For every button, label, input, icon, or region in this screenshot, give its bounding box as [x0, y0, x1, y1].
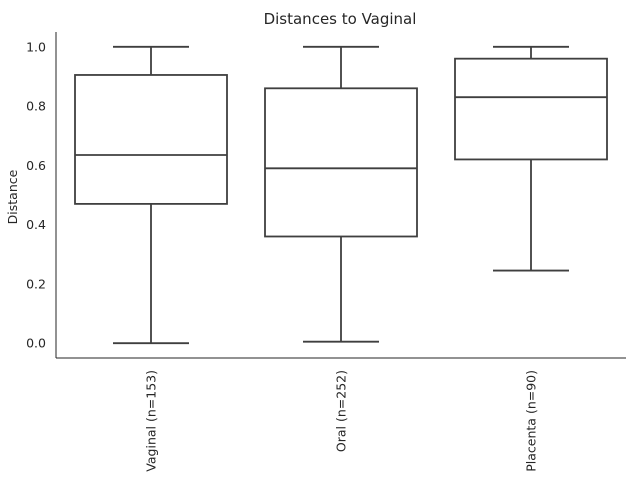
y-tick-label: 0.0	[26, 336, 46, 351]
y-tick-label: 0.6	[26, 158, 46, 173]
axes	[55, 32, 626, 359]
x-tick-label: Placenta (n=90)	[524, 370, 539, 472]
x-ticks: Vaginal (n=153) Oral (n=252) Placenta (n=9…	[144, 370, 539, 472]
y-tick-label: 1.0	[26, 39, 46, 54]
y-tick-label: 0.8	[26, 99, 46, 114]
iqr-box	[454, 57, 608, 161]
y-tick-label: 0.4	[26, 217, 46, 232]
iqr-box	[264, 87, 418, 238]
chart-title: Distances to Vaginal	[264, 10, 417, 28]
y-ticks: 0.0 0.2 0.4 0.6 0.8 1.0	[26, 39, 46, 350]
box-3	[454, 45, 608, 272]
box-2	[264, 45, 418, 343]
iqr-box	[74, 74, 228, 205]
x-tick-label: Vaginal (n=153)	[144, 370, 159, 472]
y-axis-title: Distance	[5, 169, 20, 224]
box-1	[74, 45, 228, 345]
boxes	[74, 45, 608, 345]
x-tick-label: Oral (n=252)	[334, 370, 349, 452]
y-tick-label: 0.2	[26, 276, 46, 291]
